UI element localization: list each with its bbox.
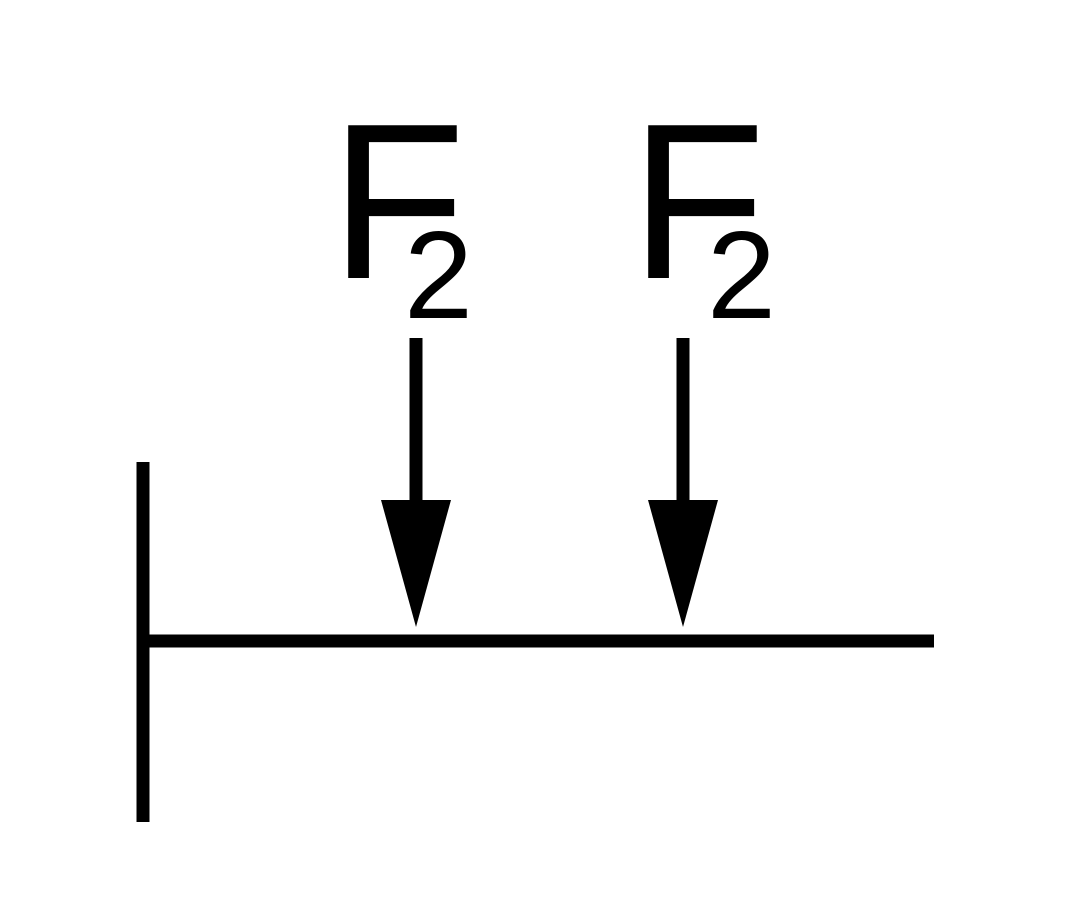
- force-label-2-subscript: 2: [707, 207, 776, 345]
- force-arrow-2-head: [648, 500, 718, 627]
- force-label-1-letter: F: [330, 78, 466, 326]
- force-label-1: F 2: [330, 78, 473, 345]
- force-label-1-subscript: 2: [404, 207, 473, 345]
- force-arrow-2: [648, 338, 718, 627]
- force-arrow-1: [381, 338, 451, 627]
- force-label-2-letter: F: [630, 78, 766, 326]
- force-label-2: F 2: [630, 78, 776, 345]
- force-arrow-1-head: [381, 500, 451, 627]
